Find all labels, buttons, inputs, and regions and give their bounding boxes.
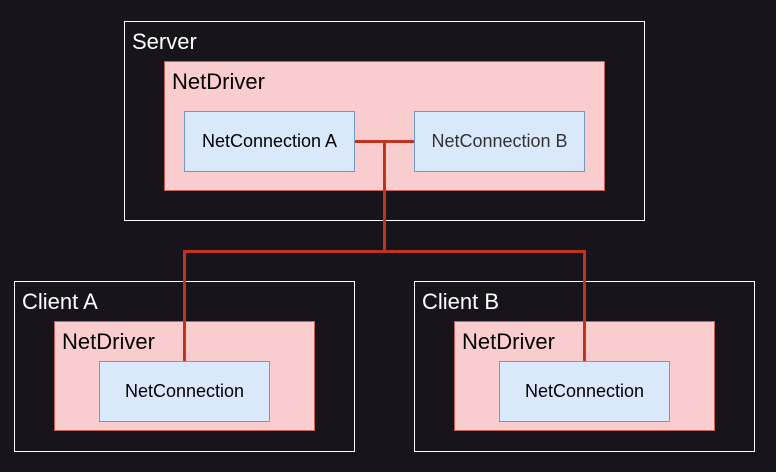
server-netconnection-b-box: NetConnection B <box>414 111 585 172</box>
server-label: Server <box>132 29 197 54</box>
client-b-netconnection-box: NetConnection <box>499 361 670 422</box>
client-a-netdriver-label: NetDriver <box>62 329 155 354</box>
server-netdriver-label: NetDriver <box>172 69 265 94</box>
client-a-netconnection-box: NetConnection <box>99 361 270 422</box>
client-b-netdriver-label: NetDriver <box>462 329 555 354</box>
client-b-label: Client B <box>422 289 500 314</box>
server-netconnection-a-box: NetConnection A <box>184 111 355 172</box>
client-a-label: Client A <box>22 289 98 314</box>
